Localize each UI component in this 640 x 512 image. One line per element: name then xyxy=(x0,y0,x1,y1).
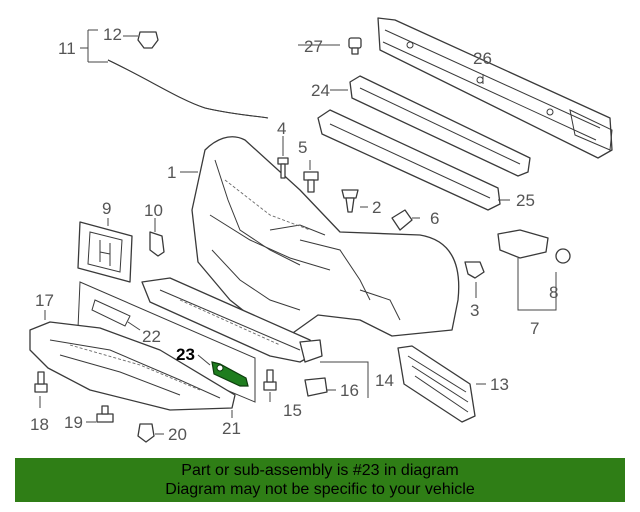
part-15-bolt[interactable] xyxy=(263,369,277,391)
callout-27: 27 xyxy=(304,37,323,56)
part-11-molding-strip[interactable] xyxy=(107,59,269,119)
part-13-side-grille[interactable] xyxy=(397,345,476,423)
part-26-reinforcement-beam[interactable] xyxy=(377,17,613,159)
part-3-clip[interactable] xyxy=(464,261,485,279)
callout-7: 7 xyxy=(530,319,539,338)
part-8-clip[interactable] xyxy=(555,248,571,264)
callout-23: 23 xyxy=(176,345,195,364)
part-24-upper-absorber[interactable] xyxy=(349,75,531,177)
part-22-lower-panel[interactable] xyxy=(77,281,256,403)
callout-numbers: 11 12 1 4 5 2 6 3 7 8 9 10 27 24 25 26 1… xyxy=(30,25,558,444)
part-16-bracket[interactable] xyxy=(304,377,328,397)
callout-2: 2 xyxy=(372,198,381,217)
part-14-undercover-frame[interactable] xyxy=(141,277,323,363)
callout-25: 25 xyxy=(516,191,535,210)
leader-lines xyxy=(39,29,557,435)
callout-3: 3 xyxy=(470,301,479,320)
callout-9: 9 xyxy=(102,199,111,218)
callout-15: 15 xyxy=(283,401,302,420)
callout-18: 18 xyxy=(30,415,49,434)
callout-5: 5 xyxy=(298,138,307,157)
part-18-bolt[interactable] xyxy=(34,371,48,393)
callout-20: 20 xyxy=(168,425,187,444)
part-9-license-bracket[interactable] xyxy=(77,221,133,283)
part-12-clip[interactable] xyxy=(137,31,159,49)
callout-8: 8 xyxy=(549,283,558,302)
part-7-bracket[interactable] xyxy=(497,229,549,259)
part-4-bolt[interactable] xyxy=(277,157,289,179)
callout-1: 1 xyxy=(167,163,176,182)
part-20-clip[interactable] xyxy=(137,423,155,443)
callout-17: 17 xyxy=(35,291,54,310)
banner-line-1: Part or sub-assembly is #23 in diagram xyxy=(181,462,459,479)
callout-24: 24 xyxy=(311,81,330,100)
part-5-bolt[interactable] xyxy=(303,171,319,193)
callout-14: 14 xyxy=(375,371,394,390)
part-10-bracket[interactable] xyxy=(149,231,165,257)
part-2-clip[interactable] xyxy=(341,189,359,213)
callout-16: 16 xyxy=(340,381,359,400)
callout-11: 11 xyxy=(58,39,76,58)
callout-21: 21 xyxy=(222,419,241,438)
callout-19: 19 xyxy=(64,413,83,432)
part-19-bolt[interactable] xyxy=(96,405,114,423)
part-23-highlighted[interactable] xyxy=(211,361,249,387)
callout-22: 22 xyxy=(142,327,161,346)
part-info-banner: Part or sub-assembly is #23 in diagram D… xyxy=(15,458,625,502)
part-6-bracket[interactable] xyxy=(391,209,413,231)
callout-13: 13 xyxy=(490,375,509,394)
banner-line-2: Diagram may not be specific to your vehi… xyxy=(165,481,475,498)
callout-10: 10 xyxy=(144,201,163,220)
part-25-lower-absorber[interactable] xyxy=(317,109,501,211)
callout-6: 6 xyxy=(430,209,439,228)
callout-4: 4 xyxy=(277,119,286,138)
callout-26: 26 xyxy=(473,49,492,68)
part-17-engine-under-cover[interactable] xyxy=(29,321,236,411)
callout-12: 12 xyxy=(103,25,122,44)
part-27-bolt[interactable] xyxy=(348,37,362,55)
part-1-bumper-cover[interactable] xyxy=(191,136,460,337)
